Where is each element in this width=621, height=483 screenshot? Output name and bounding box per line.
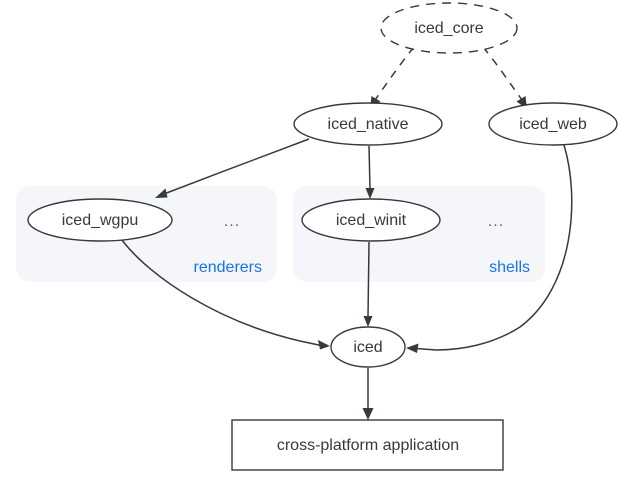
node-iced-wgpu[interactable]: iced_wgpu	[27, 198, 173, 242]
node-iced-shape[interactable]	[330, 326, 406, 368]
node-iced-web-label: iced_web	[519, 116, 587, 133]
node-cross-platform-application-shape[interactable]	[231, 419, 504, 471]
edge-iced-winit-to-iced	[363, 241, 373, 327]
node-iced[interactable]: iced	[330, 326, 406, 368]
edge-iced-native-to-iced-winit	[365, 145, 375, 199]
edge-path	[121, 239, 301, 342]
edge-iced-native-to-iced-wgpu	[155, 138, 310, 198]
arrow-head-icon	[318, 340, 330, 350]
arrow-head-icon	[362, 408, 374, 420]
edge-path	[367, 241, 370, 318]
node-iced-native-shape[interactable]	[293, 102, 443, 146]
edge-path	[415, 347, 437, 351]
node-iced-web[interactable]: iced_web	[488, 102, 618, 146]
edge-iced-core-to-iced-web	[482, 46, 527, 109]
arrow-head-icon	[155, 188, 168, 198]
node-iced-web-shape[interactable]	[488, 102, 618, 146]
node-iced-winit[interactable]: iced_winit	[301, 198, 441, 242]
arrow-head-icon	[363, 316, 373, 327]
shells-more-ellipsis: ...	[488, 213, 504, 230]
node-iced-core-shape[interactable]	[380, 2, 518, 54]
node-iced-native[interactable]: iced_native	[293, 102, 443, 146]
edge-iced-wgpu-to-iced	[121, 239, 330, 350]
renderers-more-ellipsis: ...	[224, 213, 240, 230]
node-iced-label: iced	[353, 339, 382, 356]
edge-path	[163, 138, 310, 195]
edge-iced-core-to-iced-native	[370, 46, 415, 109]
node-cross-platform-application[interactable]: cross-platform application	[231, 419, 504, 471]
edge-iced-web-to-iced	[406, 144, 573, 353]
node-iced-wgpu-label: iced_wgpu	[62, 212, 139, 229]
edge-path	[435, 144, 573, 351]
node-iced-wgpu-shape[interactable]	[27, 198, 173, 242]
arrow-head-icon	[406, 343, 419, 353]
cluster-renderers-label: renderers	[194, 259, 262, 276]
node-iced-core-label: iced_core	[414, 20, 483, 37]
edge-path	[374, 46, 415, 101]
edge-path	[299, 340, 322, 347]
cluster-shells-label: shells	[489, 259, 530, 276]
arrow-head-icon	[365, 188, 375, 199]
node-iced-winit-label: iced_winit	[336, 212, 407, 229]
node-iced-core[interactable]: iced_core	[380, 2, 518, 54]
edge-iced-to-app	[362, 368, 374, 420]
node-iced-native-label: iced_native	[328, 116, 409, 133]
node-cross-platform-application-label: cross-platform application	[277, 437, 459, 454]
edge-path	[368, 145, 371, 190]
edge-path	[482, 46, 523, 101]
node-iced-winit-shape[interactable]	[301, 198, 441, 242]
